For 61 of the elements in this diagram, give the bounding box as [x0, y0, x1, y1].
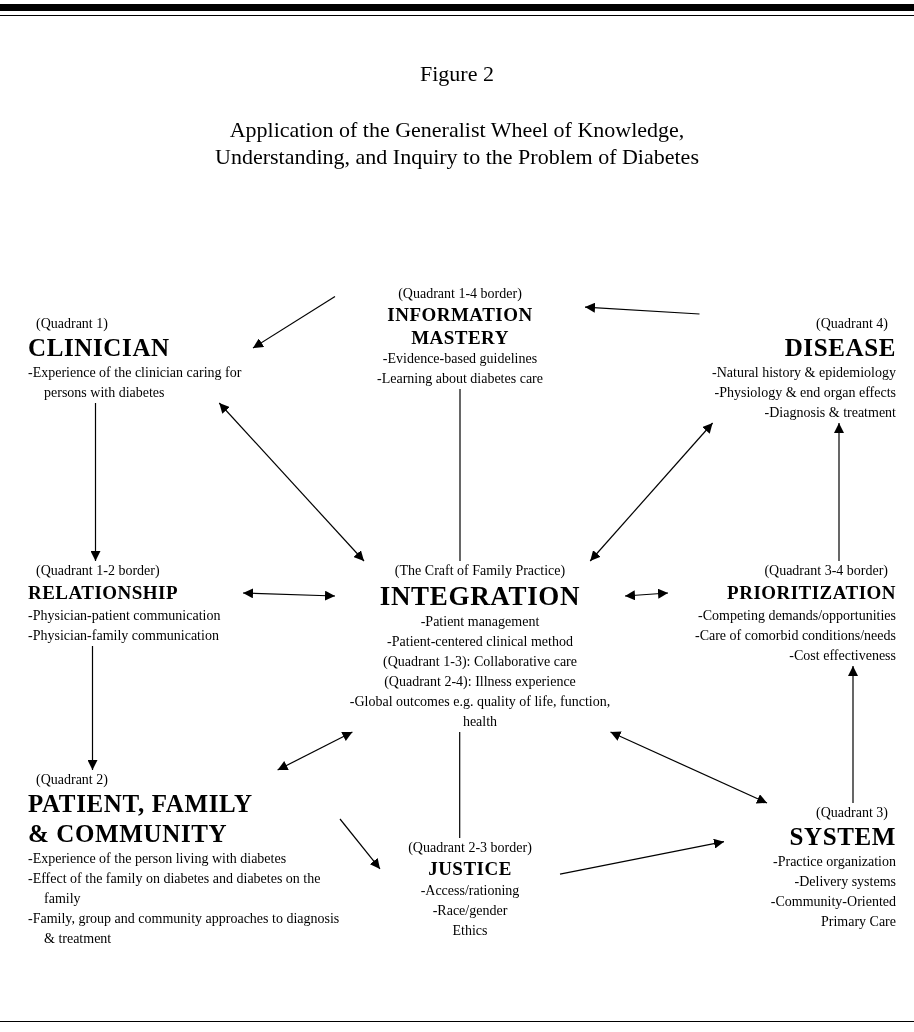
connector-line: [459, 731, 461, 839]
bullet-text: -Diagnosis & treatment: [763, 404, 896, 422]
bullet-text: -Effect of the family on diabetes and diabetes on the family: [28, 870, 322, 908]
bullet-text: Ethics: [451, 922, 489, 940]
heading: SYSTEM: [788, 822, 896, 852]
heading: RELATIONSHIP: [28, 581, 179, 605]
arrow: [87, 645, 98, 771]
bullet-text: -Natural history & epidemiology: [711, 364, 896, 382]
heading: DISEASE: [783, 333, 896, 363]
arrow: [90, 402, 101, 562]
bullet-text: -Patient management: [419, 613, 541, 631]
arrow: [277, 731, 353, 771]
arrow: [609, 731, 768, 804]
arrow: [559, 838, 725, 875]
arrow: [218, 402, 365, 562]
bullet-text: -Experience of the person living with diabetes: [28, 850, 288, 868]
arrow: [834, 422, 844, 562]
quadrant-label: (Quadrant 3-4 border): [763, 562, 889, 580]
bullet-text: -Race/gender: [431, 902, 509, 920]
arrow: [624, 588, 669, 601]
quadrant-label: (Quadrant 1-2 border): [35, 562, 161, 580]
quadrant-label: (Quadrant 1): [35, 315, 109, 333]
quadrant-label: (Quadrant 2-3 border): [407, 839, 533, 857]
quadrant-label: (Quadrant 3): [815, 804, 889, 822]
heading: PRIORITIZATION: [726, 581, 896, 605]
bullet-text: -Patient-centered clinical method: [386, 633, 574, 651]
bullet-text: -Cost effectiveness: [788, 647, 896, 665]
bullet-text: -Learning about diabetes care: [376, 370, 544, 388]
figure-caption: Application of the Generalist Wheel of Knowledge, Understanding, and Inquiry to the Problem of Diabetes: [214, 116, 700, 170]
quadrant-label: (The Craft of Family Practice): [393, 562, 567, 580]
heading: CLINICIAN: [28, 333, 171, 363]
bullet-text: -Care of comorbid conditions/needs: [694, 627, 896, 645]
bullet-text: -Global outcomes e.g. quality of life, function, health: [348, 693, 612, 731]
heading: INTEGRATION: [378, 580, 582, 612]
arrow: [589, 422, 714, 562]
bullet-text: -Physiology & end organ effects: [713, 384, 896, 402]
arrow: [252, 296, 336, 349]
quadrant-label: (Quadrant 1-4 border): [397, 285, 523, 303]
quadrant-label: (Quadrant 4): [815, 315, 889, 333]
heading: INFORMATION MASTERY: [386, 303, 534, 349]
quadrant-label: (Quadrant 2): [35, 771, 109, 789]
bullet-text: -Competing demands/opportunities: [697, 607, 896, 625]
bullet-text: (Quadrant 2-4): Illness experience: [383, 673, 577, 691]
bullet-text: -Physician-family communication: [28, 627, 220, 645]
arrow: [339, 818, 381, 870]
arrow: [848, 665, 858, 804]
bullet-text: -Practice organization: [772, 853, 896, 871]
bullet-text: -Family, group and community approaches to diagnosis & treatment: [28, 910, 340, 948]
heading: JUSTICE: [427, 857, 513, 881]
bullet-text: -Community-Oriented Primary Care: [769, 893, 896, 931]
connector-line: [459, 388, 461, 562]
arrow: [584, 302, 701, 315]
bullet-text: -Delivery systems: [793, 873, 896, 891]
bullet-text: -Access/rationing: [419, 882, 521, 900]
bullet-text: -Evidence-based guidelines: [381, 350, 539, 368]
bullet-text: -Physician-patient communication: [28, 607, 222, 625]
bullet-text: -Experience of the clinician caring for persons with diabetes: [28, 364, 243, 402]
heading: PATIENT, FAMILY & COMMUNITY: [28, 789, 253, 849]
bullet-text: (Quadrant 1-3): Collaborative care: [382, 653, 578, 671]
arrow: [242, 588, 336, 601]
figure-title: Figure 2: [419, 60, 495, 88]
